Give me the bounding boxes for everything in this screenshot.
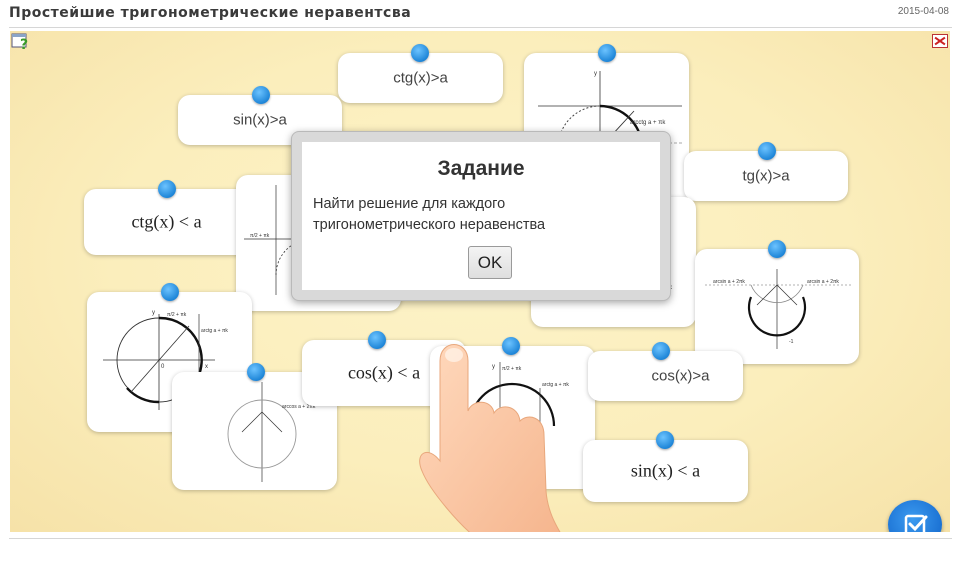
card-ctg-lt[interactable]: ctg(x) < a	[84, 180, 249, 255]
task-dialog: Задание Найти решение для каждого тригон…	[291, 131, 671, 301]
unit-circle-graph: arccos a + 2πk	[227, 382, 316, 482]
graph-label: -1	[789, 339, 794, 345]
unit-circle-graph: y π/2 + πk arctg a + πk 0 x	[103, 310, 228, 410]
graph-label: π/2 + πk	[502, 366, 522, 372]
card-tg-gt[interactable]: tg(x)>a	[684, 142, 848, 201]
card-pin	[758, 142, 776, 160]
page-title: Простейшие тригонометрические неравентсв…	[9, 5, 412, 21]
graph-label: arcctg a + πk	[630, 120, 666, 126]
graph-label: arctg a + πk	[201, 328, 228, 334]
card-pin	[502, 337, 520, 355]
bottom-divider	[9, 538, 952, 539]
card-graph-arcsin[interactable]: arcsin a + 2πk arcsin a + 2πk -1	[695, 240, 859, 364]
card-pin	[161, 283, 179, 301]
graph-label: y	[152, 310, 155, 316]
card-pin	[158, 180, 176, 198]
card-ctg-gt[interactable]: ctg(x)>a	[338, 44, 503, 103]
card-label: ctg(x)>a	[393, 69, 448, 87]
check-icon	[904, 514, 928, 532]
card-sin-lt[interactable]: sin(x) < a	[583, 431, 748, 502]
pointer-hand-icon	[419, 344, 561, 532]
matching-board: ? ctg(x)>a sin(x)>a arcctg a + πk y ctg(…	[10, 31, 950, 532]
card-pin	[247, 363, 265, 381]
graph-label: x	[205, 364, 208, 370]
card-label: cos(x) < a	[347, 362, 421, 383]
card-label: tg(x)>a	[742, 167, 790, 185]
graph-label: π/2 + πk	[250, 233, 270, 239]
top-divider	[9, 27, 952, 28]
card-pin	[656, 431, 674, 449]
graph-label: arcsin a + 2πk	[713, 279, 745, 285]
graph-label: arccos a + 2πk	[282, 404, 316, 410]
task-dialog-body: Задание Найти решение для каждого тригон…	[302, 142, 660, 290]
unit-circle-graph: arcsin a + 2πk arcsin a + 2πk -1	[705, 269, 851, 349]
card-pin	[768, 240, 786, 258]
graph-label: y	[594, 71, 597, 77]
page-date: 2015-04-08	[897, 6, 949, 17]
fullscreen-icon[interactable]	[932, 34, 948, 48]
card-pin	[598, 44, 616, 62]
ok-button[interactable]: OK	[468, 246, 512, 279]
graph-label: arctg a + πk	[542, 382, 569, 388]
card-label: sin(x)>a	[233, 111, 287, 129]
card-label: sin(x) < a	[630, 460, 701, 481]
card-pin	[252, 86, 270, 104]
svg-text:?: ?	[20, 37, 28, 51]
card-label: cos(x)>a	[651, 367, 710, 385]
help-icon[interactable]: ?	[11, 33, 29, 51]
graph-label: arcsin a + 2πk	[807, 279, 839, 285]
check-answers-button[interactable]	[888, 500, 942, 532]
graph-label: π/2 + πk	[167, 312, 187, 318]
dialog-text: Найти решение для каждого тригонометриче…	[313, 196, 546, 233]
graph-label: 0	[161, 364, 165, 370]
card-cos-gt[interactable]: cos(x)>a	[588, 342, 743, 401]
dialog-title: Задание	[437, 157, 525, 180]
card-label: ctg(x) < a	[131, 211, 202, 232]
card-pin	[411, 44, 429, 62]
card-pin	[652, 342, 670, 360]
card-pin	[368, 331, 386, 349]
graph-label: y	[492, 364, 495, 370]
